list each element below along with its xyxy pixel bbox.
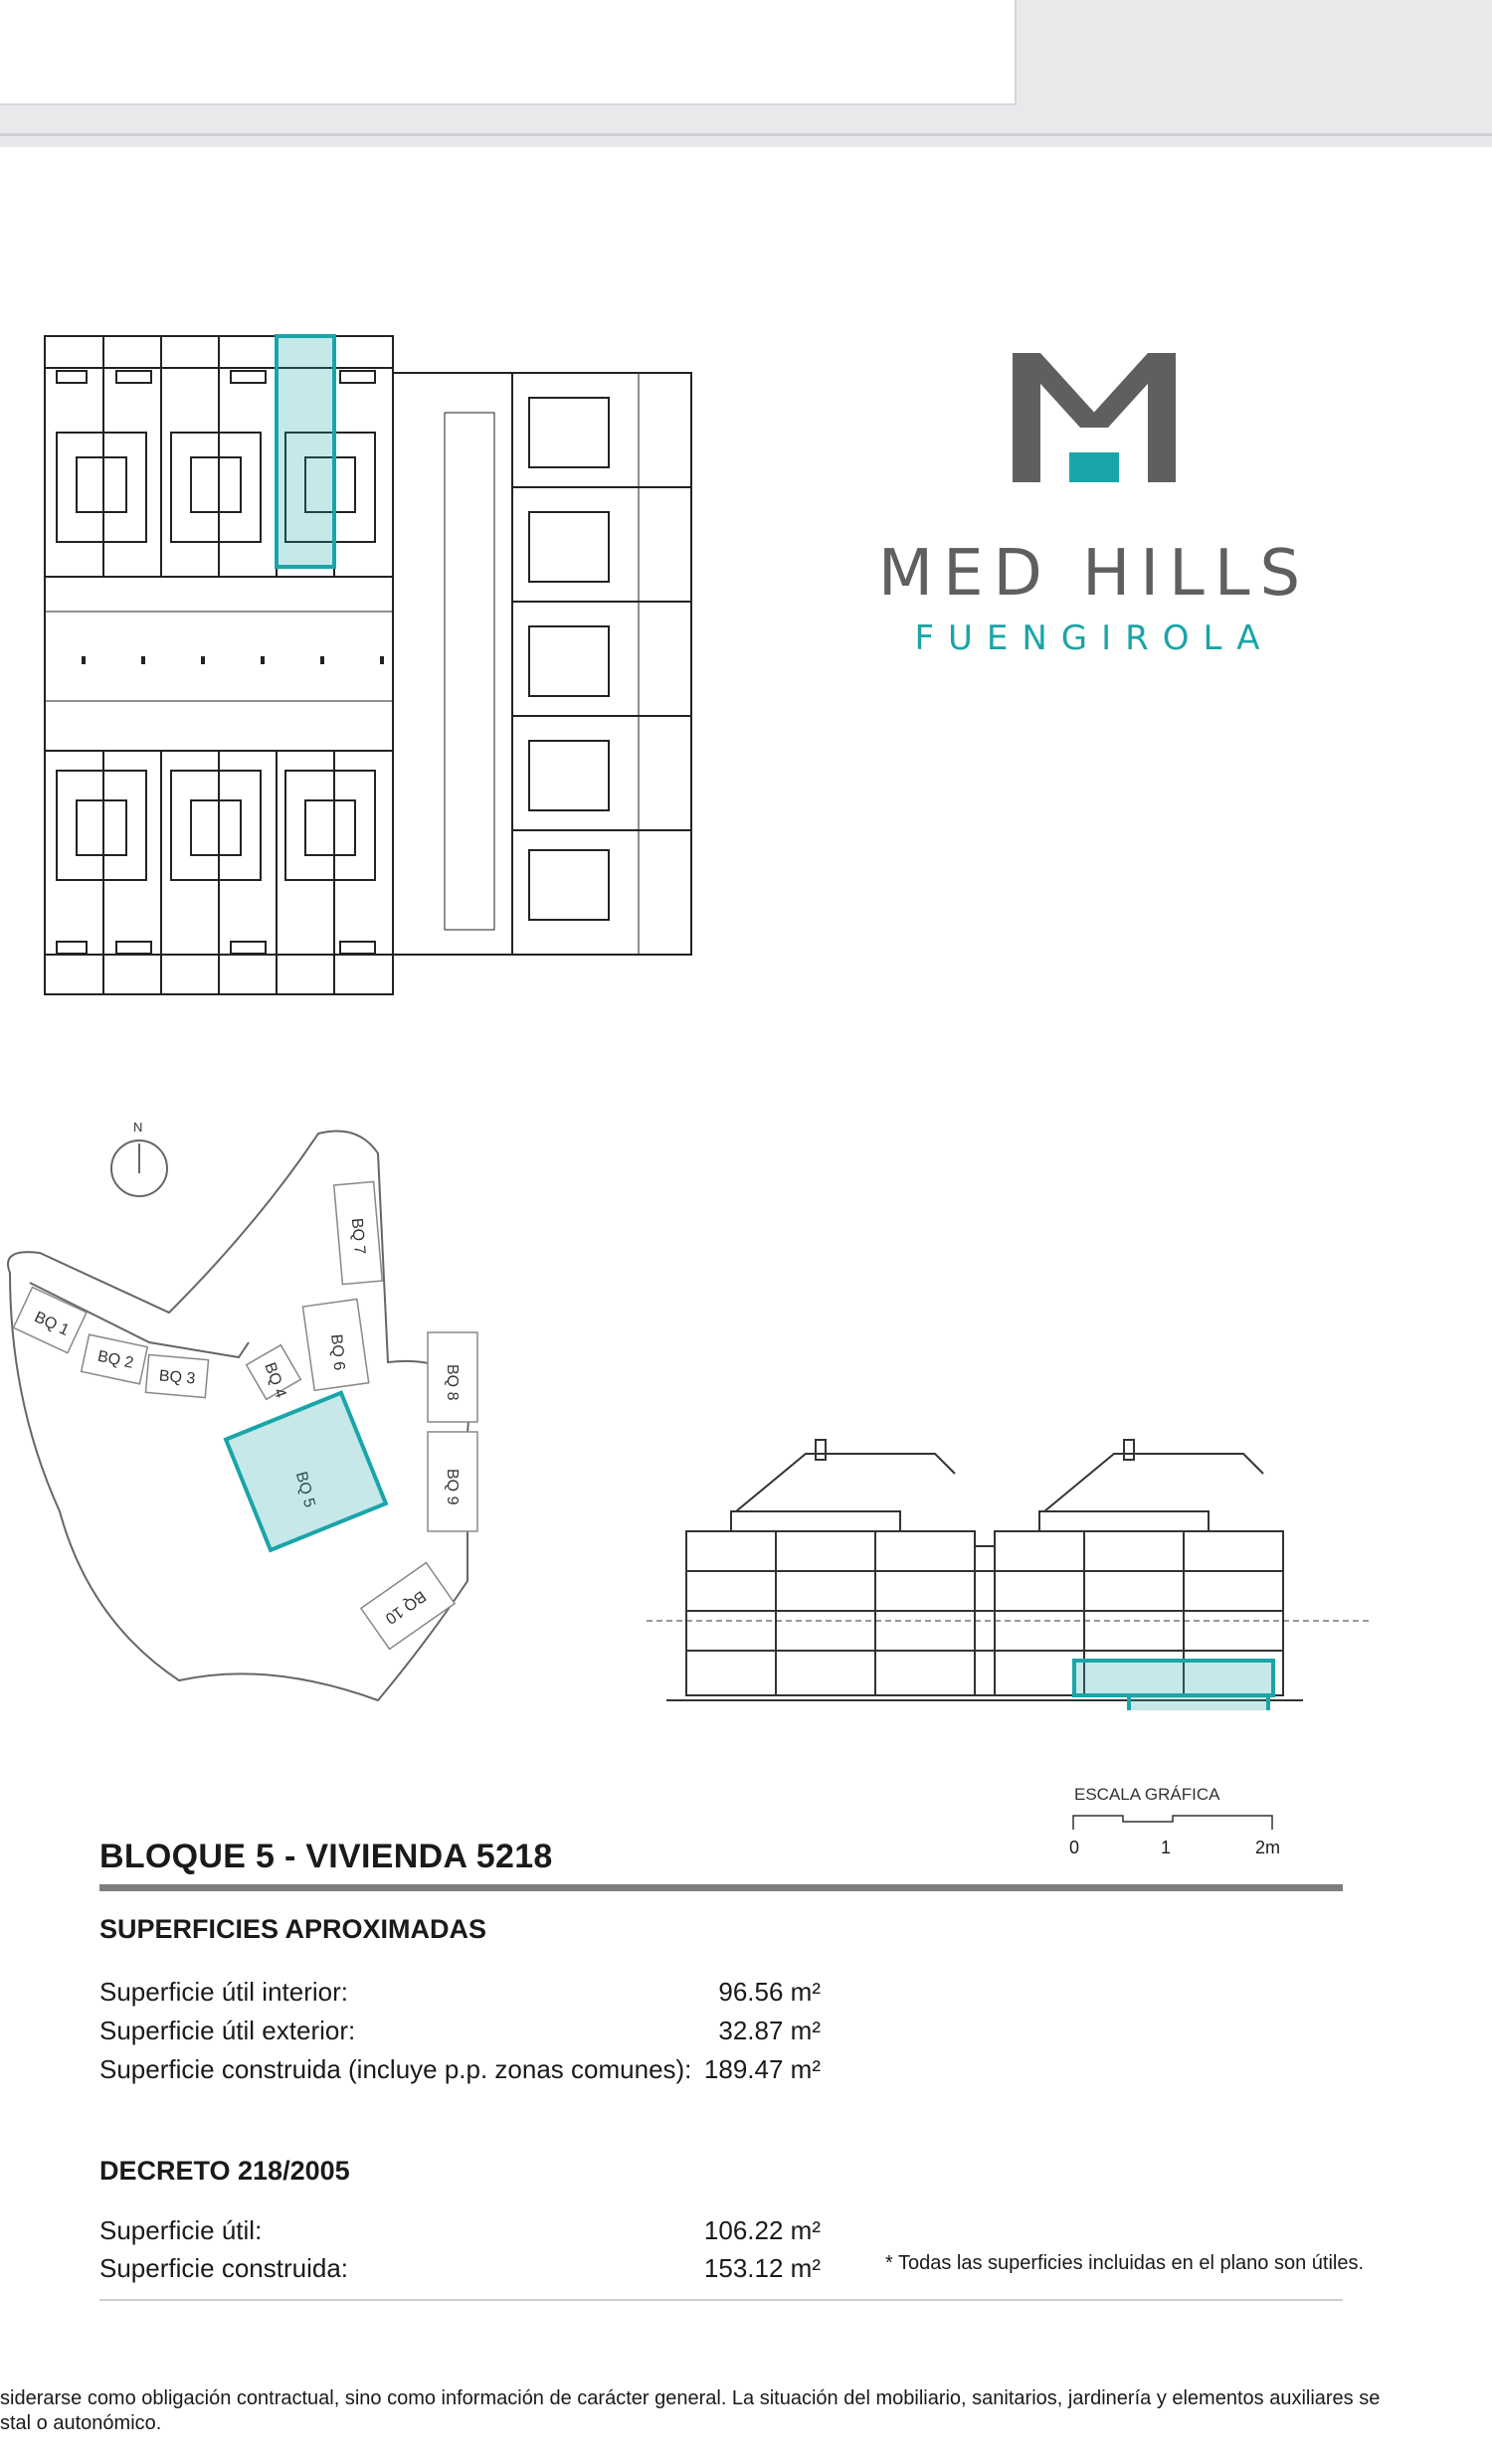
block-label-9: BQ 9	[444, 1469, 461, 1505]
top-divider	[0, 133, 1492, 136]
bottom-divider	[99, 2299, 1343, 2301]
block-label-8: BQ 8	[444, 1364, 461, 1401]
decreto-label-1: Superficie útil:	[99, 2215, 263, 2245]
top-white-panel	[0, 0, 1017, 105]
graphic-scale: ESCALA GRÁFICA 0 1 2m	[1069, 1780, 1308, 1859]
block-label-3: BQ 3	[158, 1367, 196, 1387]
scale-tick-1: 1	[1161, 1838, 1172, 1857]
surfaces-note: * Todas las superficies incluidas en el …	[885, 2252, 1365, 2274]
superficies-label-1: Superficie útil interior:	[99, 1977, 348, 2007]
compass-icon	[110, 1140, 168, 1197]
highlighted-section-lower	[1127, 1693, 1270, 1710]
superficies-label-3: Superficie construida (incluye p.p. zona…	[99, 2054, 692, 2084]
top-strip	[0, 0, 1492, 147]
scale-bar	[1072, 1815, 1273, 1830]
scale-tick-0: 0	[1069, 1838, 1080, 1857]
floor-plan	[44, 334, 692, 995]
building-section	[647, 1439, 1373, 1710]
decreto-value-1: 106.22 m²	[703, 2215, 821, 2245]
unit-title: BLOQUE 5 - VIVIENDA 5218	[99, 1838, 553, 1875]
brand-name: MED HILLS	[877, 537, 1311, 611]
legal-footer: siderarse como obligación contractual, s…	[0, 2386, 1492, 2436]
superficies-label-2: Superficie útil exterior:	[99, 2016, 356, 2045]
superficies-value-3: 189.47 m²	[703, 2054, 821, 2084]
decreto-label-2: Superficie construida:	[99, 2253, 349, 2283]
superficies-value-2: 32.87 m²	[718, 2016, 821, 2045]
highlighted-unit	[275, 334, 336, 569]
m-logo-icon	[1013, 353, 1176, 482]
brand-location: FUENGIROLA	[914, 618, 1274, 658]
superficies-value-1: 96.56 m²	[718, 1977, 821, 2007]
highlighted-block	[223, 1390, 389, 1553]
decreto-heading: DECRETO 218/2005	[99, 2156, 350, 2186]
block-label-7: BQ 7	[348, 1217, 368, 1255]
block-label-6: BQ 6	[327, 1333, 347, 1371]
title-divider	[99, 1884, 1343, 1891]
footer-line-2: stal o autonómico.	[0, 2412, 162, 2434]
compass-north-label: N	[133, 1120, 142, 1135]
brand-logo: MED HILLS FUENGIROLA	[865, 348, 1323, 676]
scale-tick-2: 2m	[1255, 1838, 1281, 1857]
superficies-heading: SUPERFICIES APROXIMADAS	[99, 1914, 487, 1944]
decreto-value-2: 153.12 m²	[703, 2253, 821, 2283]
highlighted-section	[1072, 1659, 1275, 1697]
site-plan: N BQ 1 BQ 2 BQ 3 BQ 4 BQ 5 BQ 6 BQ 7 BQ …	[7, 1120, 478, 1702]
footer-line-1: siderarse como obligación contractual, s…	[0, 2387, 1381, 2409]
scale-title: ESCALA GRÁFICA	[1074, 1785, 1220, 1804]
